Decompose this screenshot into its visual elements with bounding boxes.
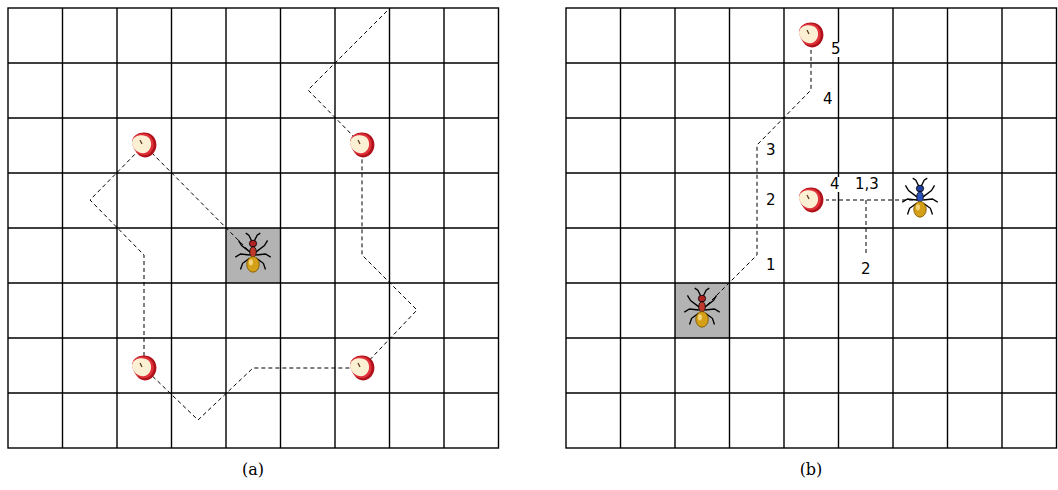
- step-number: 1,3: [854, 177, 880, 192]
- step-number: 2: [765, 193, 777, 208]
- grid-b: [566, 8, 1057, 448]
- ant-path: [90, 8, 417, 420]
- apple: [799, 188, 823, 213]
- apple: [799, 23, 823, 48]
- apple: [132, 133, 156, 158]
- panel-caption: (a): [241, 462, 265, 478]
- panel-caption: (b): [799, 462, 824, 478]
- step-number: 4: [829, 177, 841, 192]
- ant-paths: [702, 40, 920, 310]
- step-number: 1: [765, 258, 777, 273]
- red-ant: [684, 288, 719, 327]
- apple: [132, 356, 156, 381]
- apple: [350, 356, 374, 381]
- grid-a: [8, 8, 499, 448]
- step-number: 5: [830, 42, 842, 57]
- apple: [350, 133, 374, 158]
- blue-ant: [902, 178, 937, 217]
- step-number: 3: [765, 143, 777, 158]
- step-number: 2: [860, 262, 872, 277]
- step-number: 4: [822, 92, 834, 107]
- red-ant: [235, 233, 270, 272]
